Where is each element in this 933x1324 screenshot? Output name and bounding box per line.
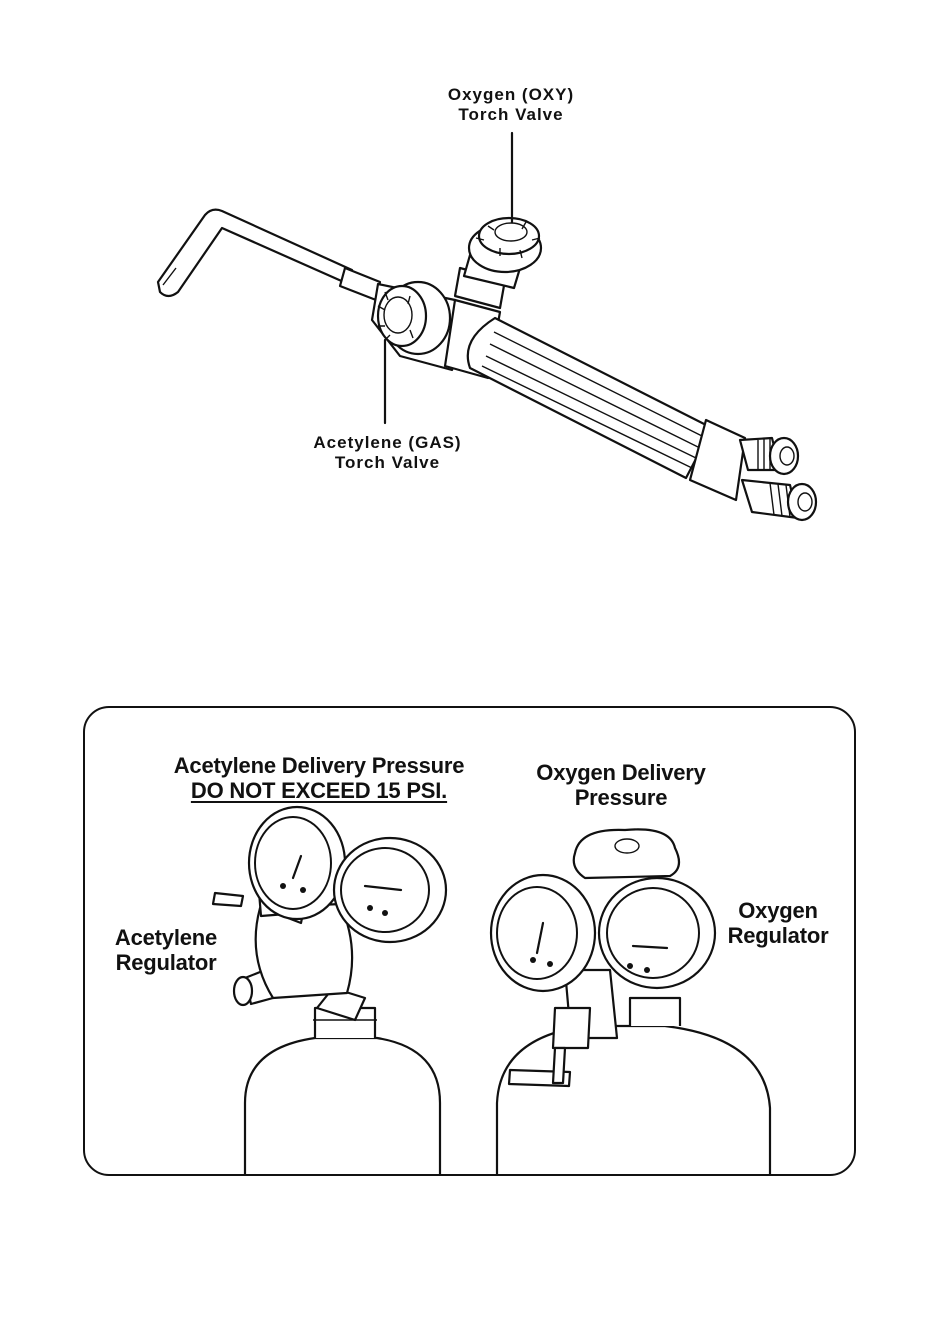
acetylene-delivery-pressure-label: Acetylene Delivery Pressure DO NOT EXCEE… (150, 753, 488, 804)
acetylene-cylinder (245, 1038, 440, 1176)
acetylene-regulator (213, 807, 446, 1020)
torch-handle (468, 318, 745, 500)
acetylene-psi-warning: DO NOT EXCEED 15 PSI. (150, 778, 488, 803)
oxygen-cylinder (497, 1026, 770, 1176)
oxygen-delivery-gauge (491, 875, 595, 991)
oxy-torch-valve-label: Oxygen (OXY) Torch Valve (430, 85, 592, 124)
torch-tip (158, 210, 352, 296)
oxygen-regulator-label: Oxygen Regulator (718, 898, 838, 949)
oxygen-torch-valve-knob (455, 218, 541, 308)
gas-torch-valve-label: Acetylene (GAS) Torch Valve (290, 433, 485, 472)
acetylene-delivery-gauge (249, 807, 345, 919)
oxygen-cylinder-valve-knob (574, 829, 679, 878)
hose-fittings (740, 438, 816, 520)
oxygen-delivery-pressure-label: Oxygen Delivery Pressure (515, 760, 727, 811)
acetylene-cylinder-gauge (334, 838, 446, 942)
oxygen-cylinder-gauge (599, 878, 715, 988)
acetylene-regulator-label: Acetylene Regulator (100, 925, 232, 976)
